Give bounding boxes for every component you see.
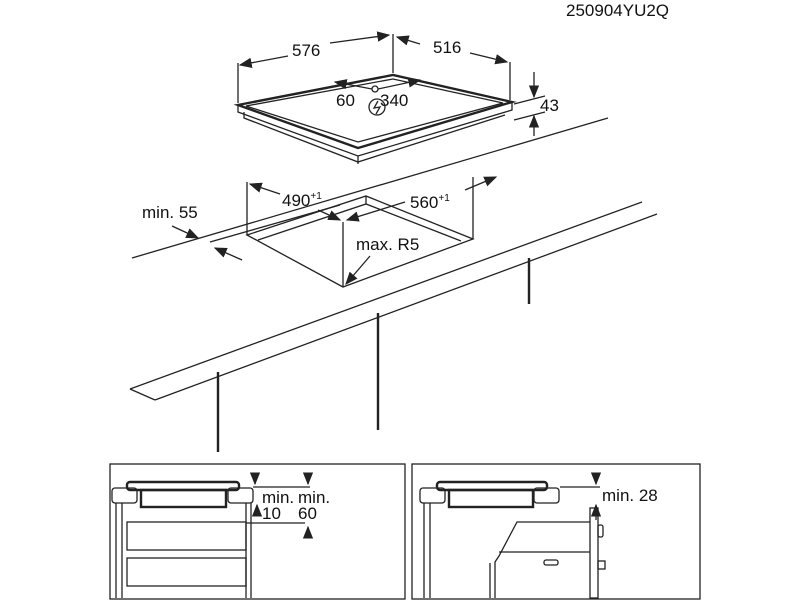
min-b-value: 60 <box>298 504 317 523</box>
worktop <box>129 117 658 452</box>
min-28-label: min. 28 <box>602 486 658 505</box>
corner-radius: max. R5 <box>356 235 419 254</box>
hob-dimensions: 576 516 43 <box>237 31 559 136</box>
min-a-label: min. <box>262 488 294 507</box>
hob-width: 576 <box>292 41 320 60</box>
min-b-label: min. <box>298 488 330 507</box>
hob-depth: 516 <box>433 38 461 57</box>
hob-height: 43 <box>540 96 559 115</box>
conn-left-dim: 60 <box>336 91 355 110</box>
conn-right-dim: 340 <box>380 91 408 110</box>
connection-point <box>371 85 379 93</box>
hob: 60 340 <box>233 73 517 164</box>
cutout: 490+1 560+1 min. 55 max. R5 <box>142 176 498 288</box>
cutout-depth: 560+1 <box>410 193 450 212</box>
detail-left-panel: min. 10 min. 60 <box>109 463 406 600</box>
detail-right-panel: min. 28 <box>411 463 701 600</box>
power-icon <box>368 98 386 116</box>
min-a-value: 10 <box>262 504 281 523</box>
drawing-code: 250904YU2Q <box>566 1 669 20</box>
front-margin: min. 55 <box>142 203 198 222</box>
cutout-width: 490+1 <box>282 191 322 210</box>
